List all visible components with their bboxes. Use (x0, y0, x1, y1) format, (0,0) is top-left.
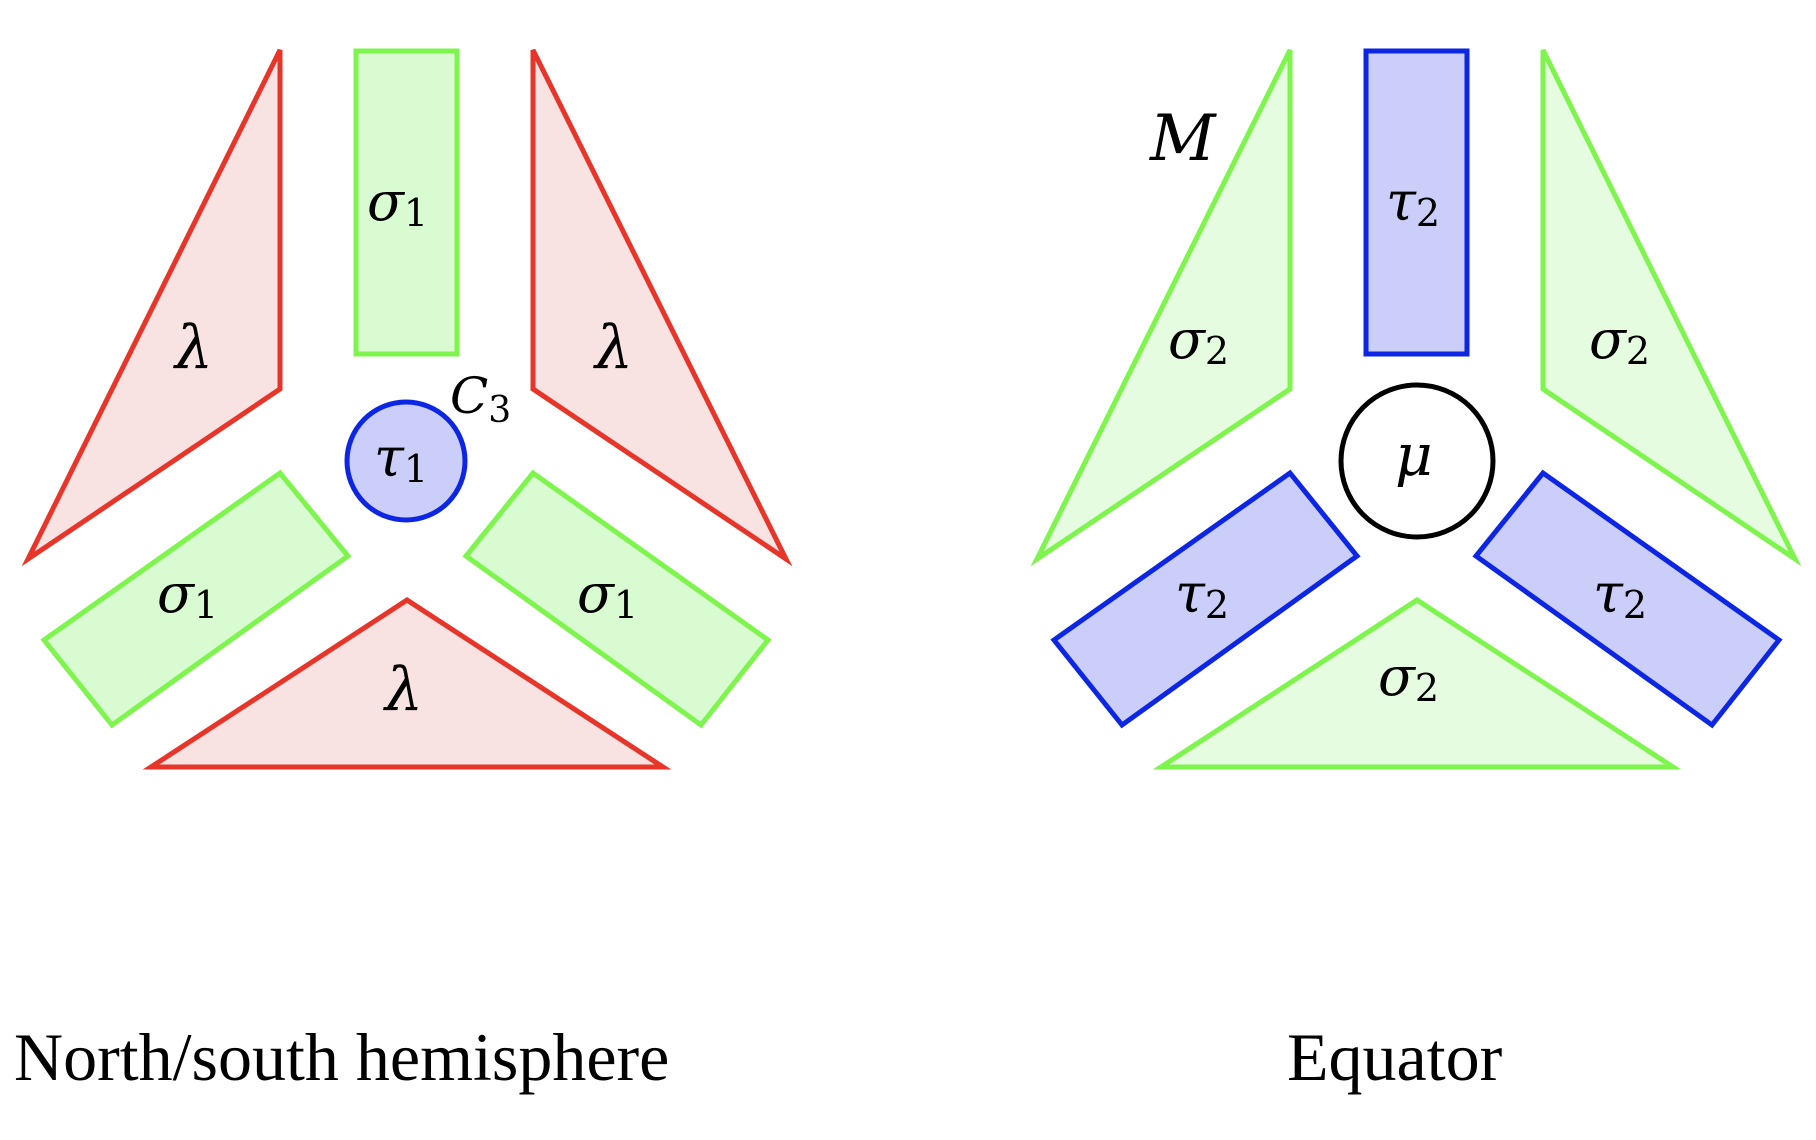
right-m-label: M (1149, 102, 1217, 176)
right-sigma2-triangle-left (1030, 48, 1293, 567)
left-lambda-label-left: λ (173, 313, 213, 383)
left-sigma1-rect-top (353, 48, 460, 357)
right-caption: Equator (1287, 1019, 1503, 1095)
left-sigma1-label-left: σ1 (157, 562, 218, 627)
right-tau2-rect-right (1472, 469, 1783, 729)
left-sigma1-label-right: σ1 (577, 562, 638, 627)
right-tau2-label-left: τ2 (1175, 562, 1229, 627)
right-panel: τ2 τ2 τ2 σ2 σ2 σ2 μ M Equator (1030, 48, 1802, 1095)
left-lambda-label-bottom: λ (383, 655, 423, 725)
left-tau1-circle (344, 399, 468, 523)
left-lambda-triangle-left (21, 48, 283, 567)
right-tau2-rect-left (1050, 469, 1361, 729)
left-sigma1-label-top: σ1 (367, 170, 428, 235)
right-sigma2-label-bottom: σ2 (1378, 645, 1439, 710)
right-tau2-label-top: τ2 (1386, 170, 1440, 235)
right-mu-label: μ (1395, 421, 1433, 489)
left-lambda-label-right: λ (593, 313, 633, 383)
right-sigma2-label-right: σ2 (1589, 308, 1650, 373)
right-tau2-rect-top (1363, 48, 1470, 357)
right-tau2-label-right: τ2 (1593, 562, 1647, 627)
right-sigma2-triangle-bottom (1152, 597, 1682, 770)
left-lambda-triangle-bottom (142, 597, 672, 770)
right-sigma2-triangle-right (1540, 48, 1802, 567)
left-caption: North/south hemisphere (14, 1019, 669, 1095)
right-sigma2-label-left: σ2 (1168, 308, 1229, 373)
left-panel: σ1 σ1 σ1 λ λ λ τ1 C3 North/south hemisph… (14, 48, 793, 1095)
left-sigma1-rect-left (40, 469, 352, 729)
left-tau1-label: τ1 (374, 426, 428, 491)
left-sigma1-rect-right (462, 469, 772, 729)
right-mu-circle (1338, 382, 1496, 540)
left-lambda-triangle-right (530, 48, 793, 567)
left-c3-label: C3 (450, 367, 511, 431)
